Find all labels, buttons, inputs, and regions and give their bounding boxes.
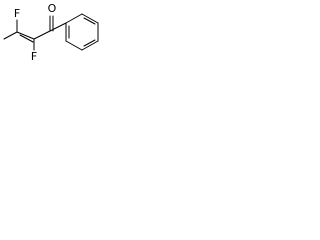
bond-c1-phenyl <box>49 22 67 32</box>
ring-double-1 <box>83 17 96 25</box>
molecule-drawing: O F F <box>3 2 99 63</box>
ring-bond-4 <box>81 40 99 51</box>
bond-c3-c2-a <box>16 31 35 40</box>
structure-canvas: O F F <box>0 0 107 66</box>
bond-c3-c2-b <box>19 34 34 43</box>
ring-bond-5 <box>65 40 83 51</box>
bond-methyl-c3 <box>3 31 18 40</box>
bond-c2-c1 <box>33 30 51 40</box>
fluorine-bottom-label: F <box>31 50 37 63</box>
oxygen-label: O <box>48 2 57 15</box>
ring-bond-2 <box>81 13 99 24</box>
ring-bond-1 <box>65 13 83 24</box>
fluorine-top-label: F <box>14 7 20 20</box>
ring-double-2 <box>83 39 96 47</box>
